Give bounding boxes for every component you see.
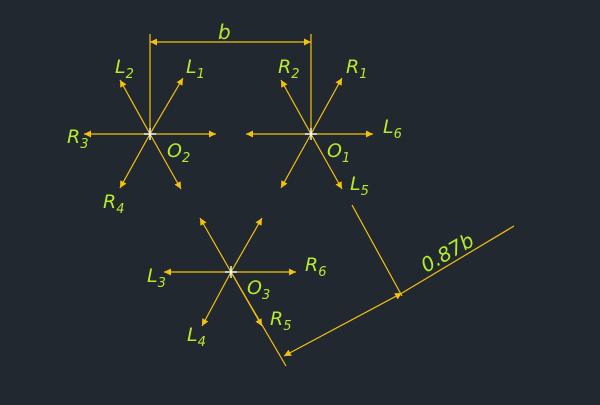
dimension-label-087b: 0.87b: [417, 228, 479, 277]
center-mark-o1: [305, 128, 317, 140]
arrow-o2-lower-right: [149, 133, 182, 190]
label-r2: R2: [278, 56, 299, 82]
label-r5: R5: [270, 308, 291, 334]
arrow-o3-lower-left: [201, 271, 232, 327]
star-o2-arrows: [84, 77, 216, 190]
arrow-o2-upper-left: [119, 79, 151, 135]
arrow-o1-upper-left: [280, 79, 312, 135]
dimension-line-087b: [283, 292, 403, 357]
arrow-o2-upper-right: [149, 77, 184, 135]
dimension-b: b: [149, 20, 312, 134]
dimension-leader-line: [401, 225, 515, 294]
label-r3: R3: [67, 126, 88, 152]
label-l1: L1: [186, 56, 205, 82]
arrow-o3-upper-left: [199, 217, 232, 273]
extension-line-upper: [351, 204, 403, 297]
label-l2: L2: [115, 56, 134, 82]
arrow-o1-upper-right: [310, 77, 343, 135]
center-mark-o2: [144, 128, 156, 140]
star-o1-arrows: [246, 77, 373, 190]
label-o3: O3: [247, 277, 270, 303]
label-r4: R4: [103, 191, 124, 217]
arrow-o1-lower-left: [280, 133, 312, 189]
label-r6: R6: [305, 254, 326, 280]
dimension-087b: 0.87b: [230, 204, 515, 367]
center-mark-o3: [225, 266, 237, 278]
arrow-o3-lower-right: [230, 271, 263, 327]
label-o1: O1: [327, 140, 350, 166]
label-l5: L5: [350, 173, 369, 199]
arrow-o3-upper-right: [230, 217, 263, 273]
label-l4: L4: [187, 324, 206, 350]
label-l3: L3: [147, 265, 166, 291]
star-o2: L1 L2 R3 R4 O2: [67, 56, 216, 217]
star-o1: R1 R2 L6 L5 O1: [246, 56, 402, 199]
label-o2: O2: [167, 140, 190, 166]
star-o3: R6 L3 L4 R5 O3: [147, 217, 326, 350]
arrow-o2-lower-left: [119, 133, 151, 189]
label-r1: R1: [346, 56, 367, 82]
star-o3-arrows: [164, 217, 296, 327]
dimension-label-b: b: [218, 20, 231, 44]
label-l6: L6: [383, 116, 402, 142]
arrow-o1-lower-right: [310, 133, 343, 190]
